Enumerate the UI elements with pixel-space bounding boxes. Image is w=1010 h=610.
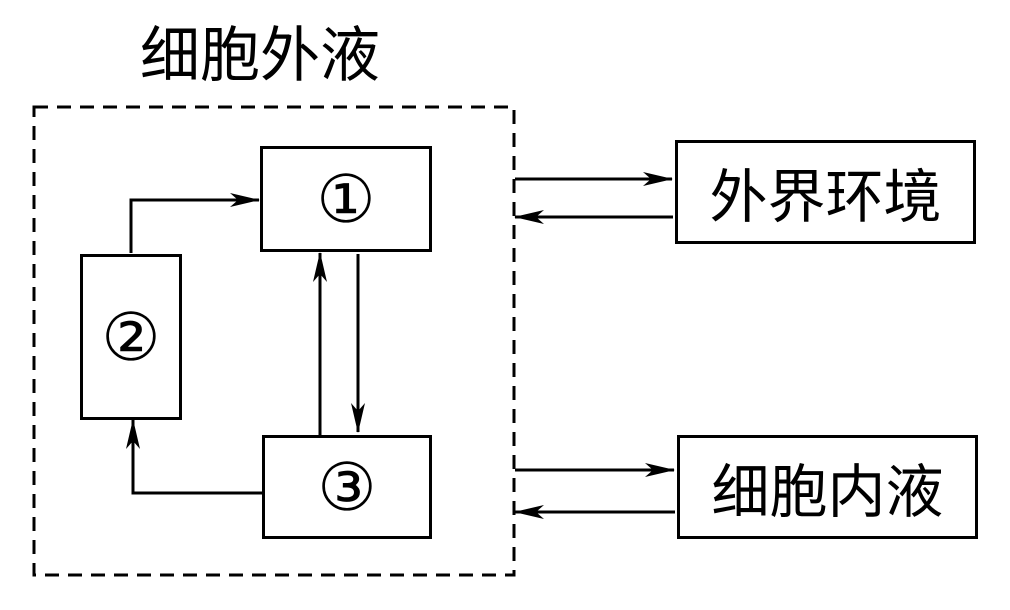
external-environment-box: 外界环境	[675, 140, 976, 244]
node-2: ②	[80, 254, 182, 420]
intracellular-fluid-label: 细胞内液	[711, 458, 944, 526]
node-1-label: ①	[316, 160, 376, 238]
external-environment-label: 外界环境	[709, 163, 942, 231]
node-3-label: ③	[317, 448, 377, 526]
arrow-2-to-1	[129, 193, 260, 253]
node-2-label: ②	[101, 298, 161, 376]
arrow-3-to-2	[126, 419, 263, 495]
extracellular-boundary	[32, 105, 516, 577]
intracellular-fluid-box: 细胞内液	[677, 435, 978, 539]
node-3: ③	[262, 435, 432, 539]
extracellular-title: 细胞外液	[140, 21, 380, 91]
node-1: ①	[260, 146, 432, 252]
